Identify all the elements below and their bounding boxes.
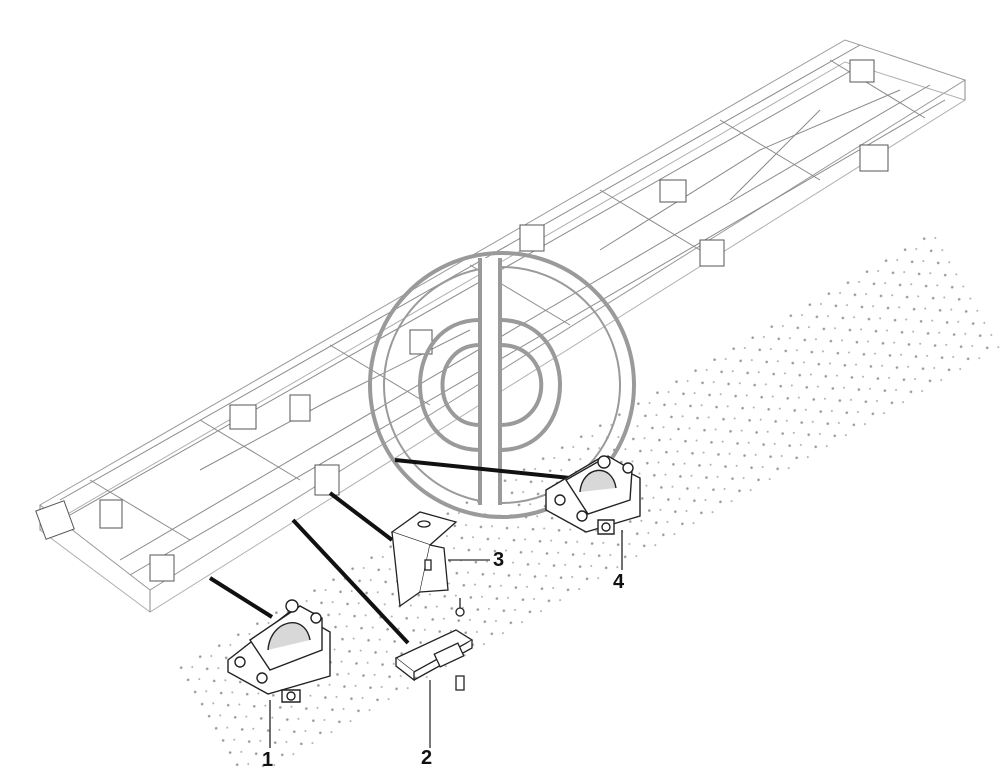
callout-1: 1	[262, 749, 274, 771]
chassis-frame	[39, 39, 967, 613]
part-3-angle-bracket	[390, 511, 490, 608]
ch-circle-logo-icon	[368, 251, 636, 519]
part-2-mounting-plate	[394, 598, 474, 748]
leader-lines	[208, 458, 571, 645]
frame-brackets	[35, 59, 889, 582]
leader-line-2	[291, 518, 410, 645]
part-4-spring-bracket	[545, 455, 641, 570]
leader-line-4	[394, 458, 571, 480]
leader-line-1	[208, 576, 274, 619]
callout-3: 3	[493, 549, 505, 571]
leader-line-3	[328, 491, 394, 542]
callout-4: 4	[613, 571, 625, 593]
part-1-spring-bracket	[227, 599, 331, 748]
callout-2: 2	[421, 747, 433, 769]
